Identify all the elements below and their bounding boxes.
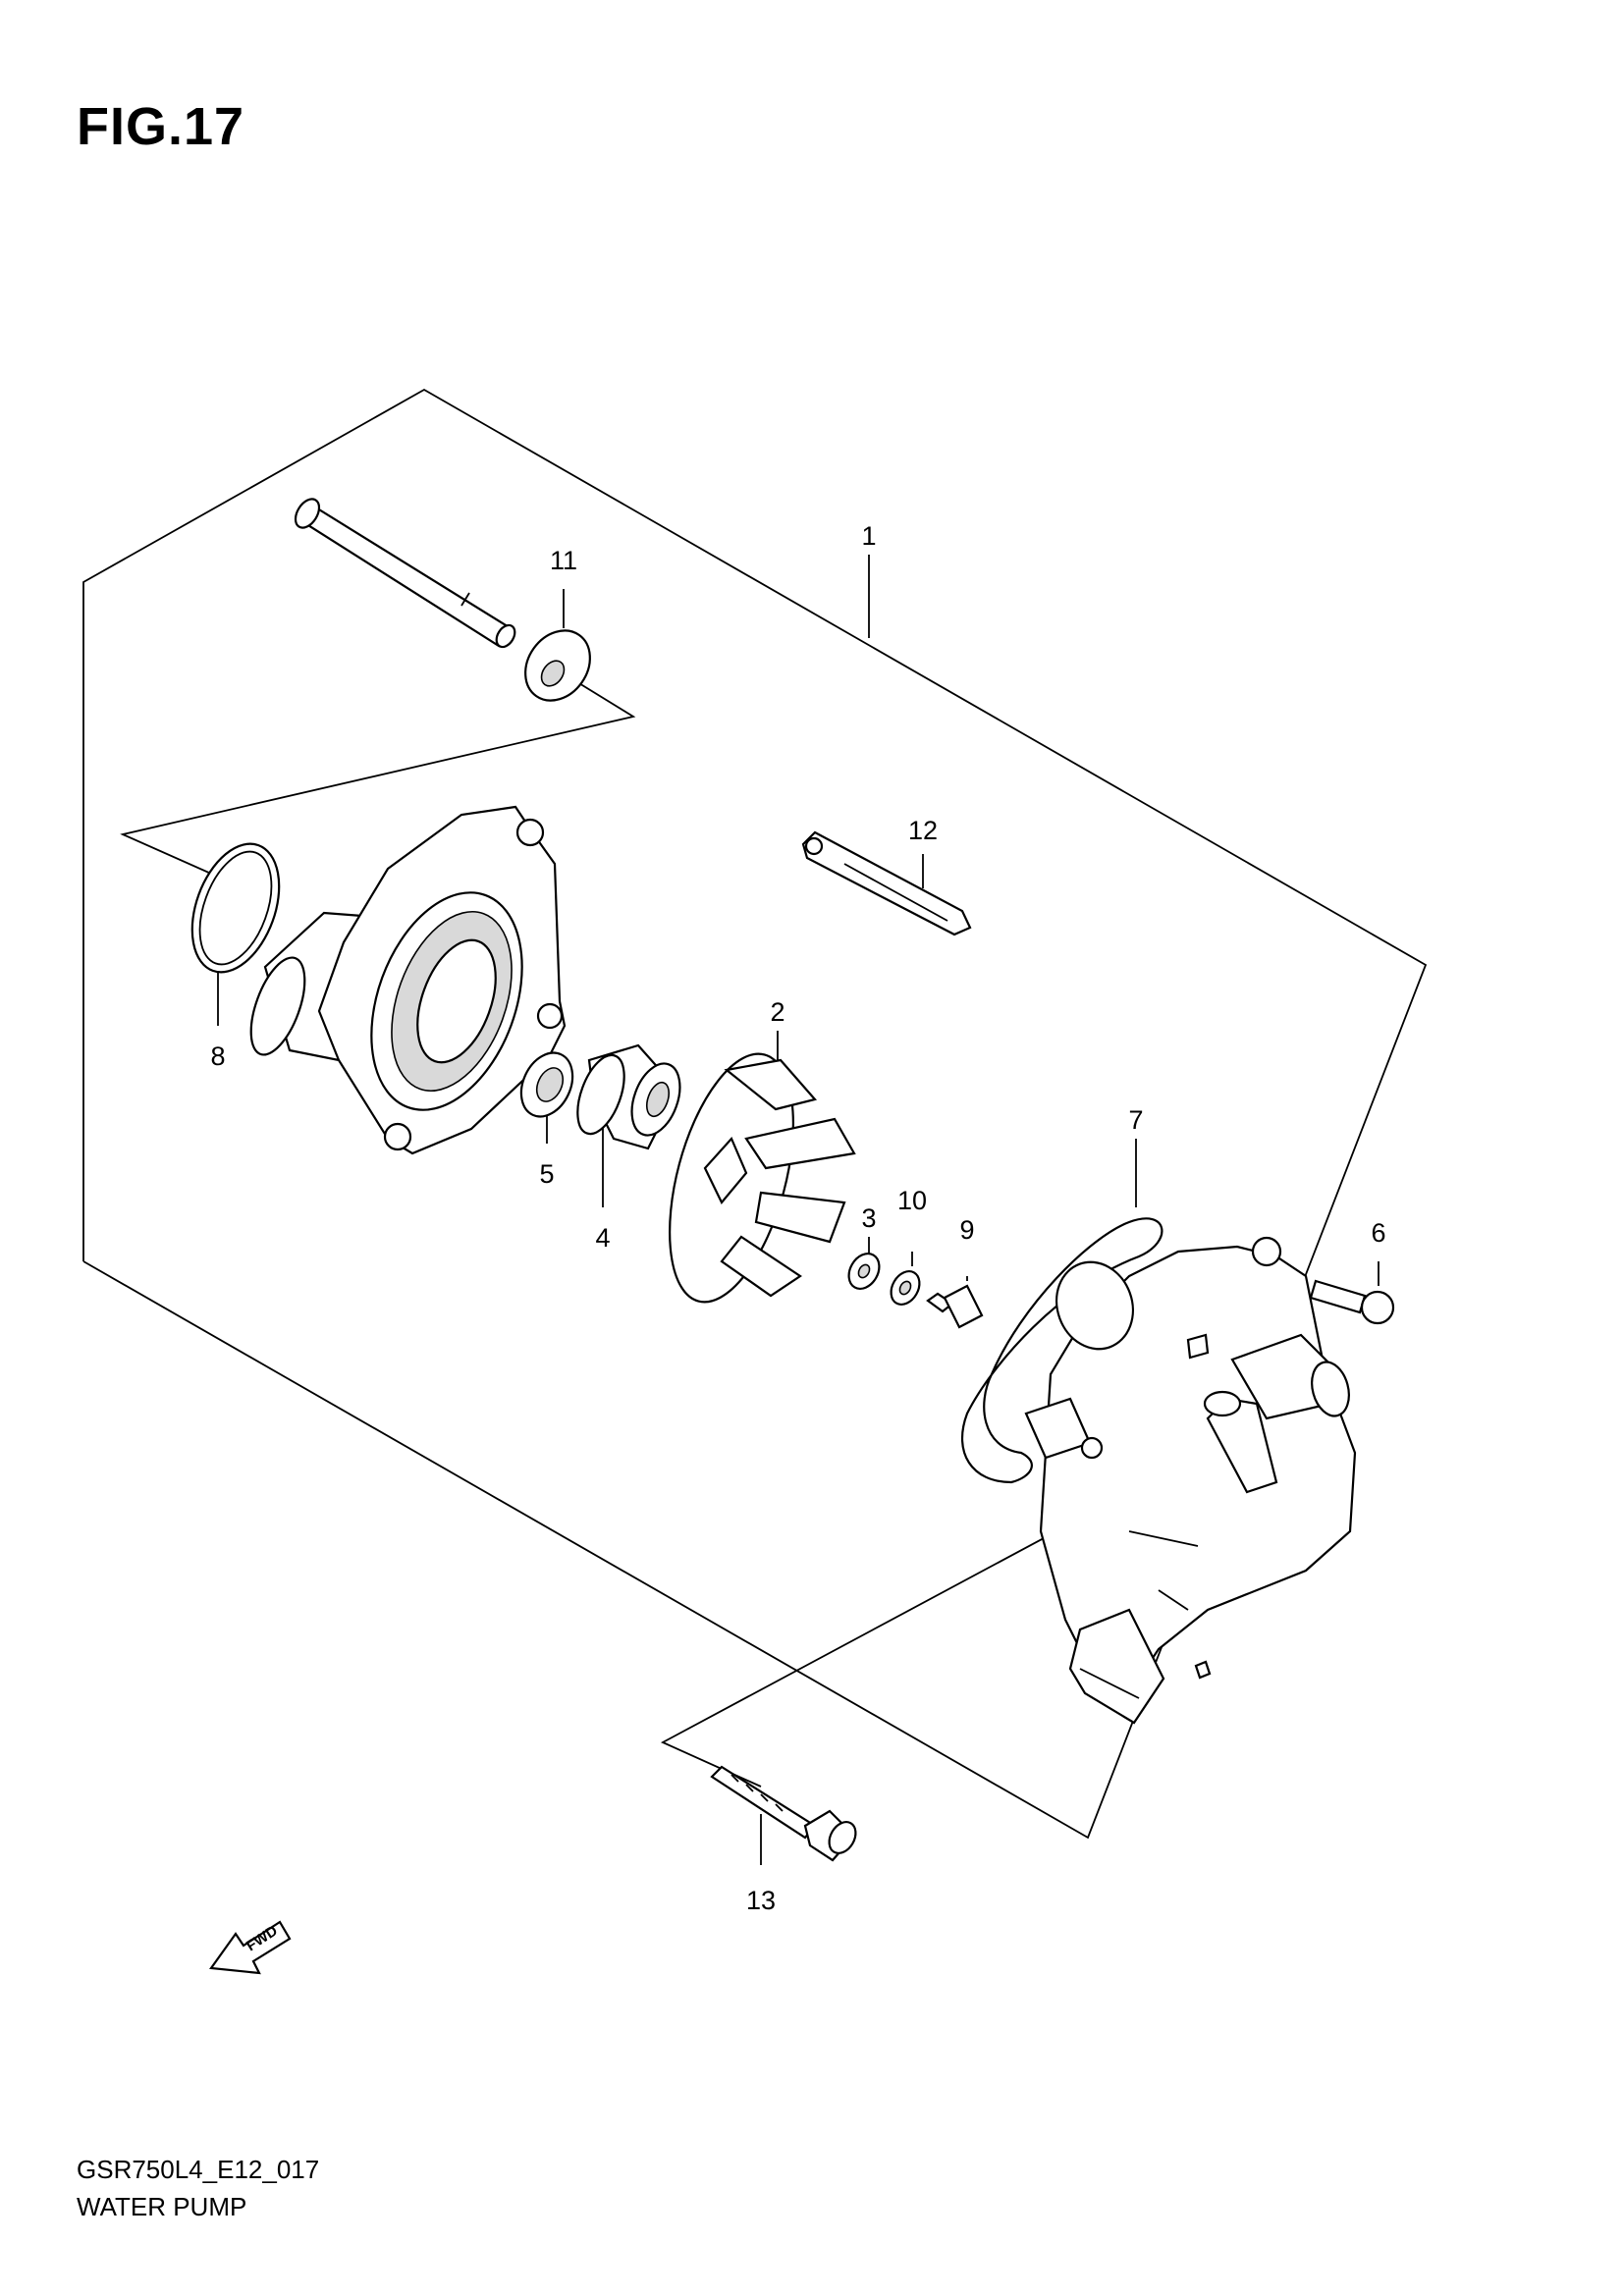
callout-6: 6 (1371, 1218, 1385, 1248)
pump-body-cover (249, 805, 567, 1155)
assembly-boundary (82, 388, 1428, 1840)
mounting-bolt (710, 1765, 857, 1862)
drawing-code: GSR750L4_E12_017 (77, 2155, 320, 2184)
callout-10: 10 (897, 1186, 927, 1215)
case-screw (1309, 1279, 1395, 1325)
callout-8: 8 (210, 1041, 225, 1071)
callout-13: 13 (746, 1886, 776, 1915)
forward-arrow-icon: FWD (209, 1920, 292, 1975)
callout-5: 5 (539, 1159, 554, 1189)
impeller (669, 1052, 856, 1304)
mechanical-seal (576, 1043, 681, 1150)
oil-seal (519, 1051, 574, 1118)
callout-1: 1 (861, 521, 876, 551)
o-ring (190, 842, 281, 974)
clamp-bracket (801, 830, 972, 936)
callout-12: 12 (908, 816, 938, 845)
callout-11: 11 (550, 546, 577, 575)
callout-9: 9 (959, 1215, 974, 1245)
callout-3: 3 (861, 1203, 876, 1233)
pump-case (1024, 1236, 1357, 1725)
washer-3-hole (857, 1263, 871, 1279)
figure-title: FIG.17 (77, 97, 245, 156)
impeller-bolt (926, 1284, 984, 1329)
thrust-washer (524, 629, 591, 702)
o-ring-inner (198, 850, 273, 966)
case-o-ring (961, 1217, 1163, 1484)
assembly-name: WATER PUMP (77, 2192, 247, 2221)
washer-10-hole (898, 1280, 912, 1296)
callout-4: 4 (595, 1223, 610, 1253)
callout-2: 2 (770, 997, 784, 1027)
callout-7: 7 (1128, 1105, 1143, 1135)
pump-shaft (294, 498, 516, 649)
